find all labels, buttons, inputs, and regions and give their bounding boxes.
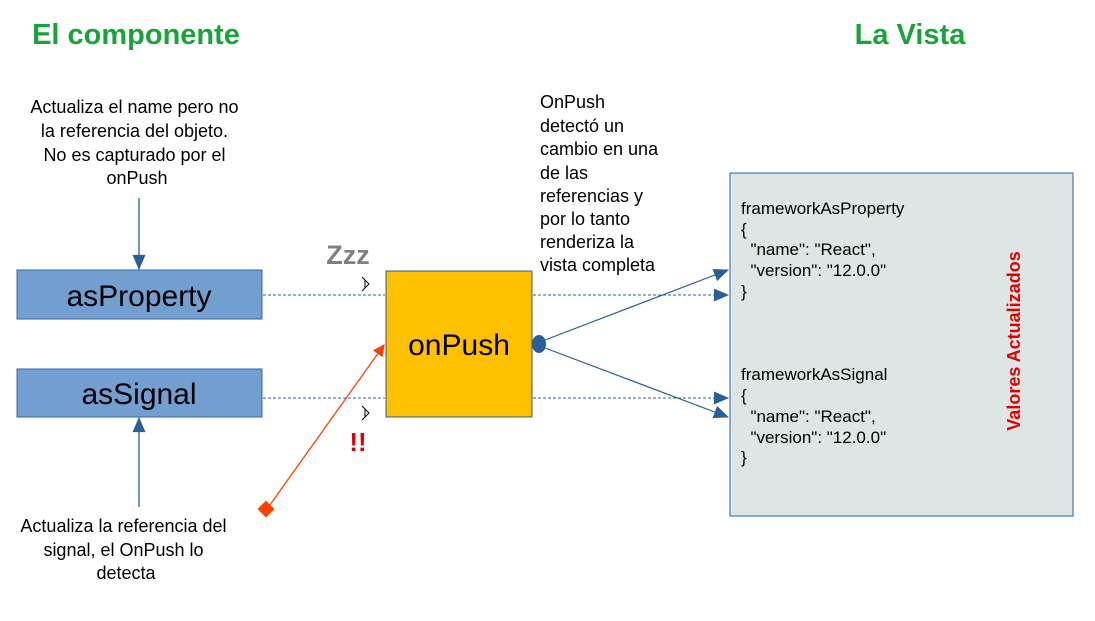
signal-code-line: frameworkAsSignal — [741, 365, 887, 384]
property-note-line: onPush — [106, 168, 167, 188]
onpush-note-line: OnPush — [540, 92, 605, 112]
component-heading: El componente — [32, 19, 240, 51]
as-property-box — [16, 269, 263, 320]
property-gate-icon — [361, 276, 370, 292]
signal-code-line: } — [741, 448, 747, 467]
signal-code-line: "name": "React", — [741, 407, 876, 426]
signal-gate-icon — [361, 405, 370, 421]
property-code-line: { — [741, 220, 747, 239]
render-arrow-property — [544, 268, 730, 341]
property-note-line: No es capturado por el — [43, 145, 225, 165]
signal-code-line: { — [741, 386, 747, 405]
property-code-line: "version": "12.0.0" — [741, 261, 886, 280]
property-note-line: Actualiza el name pero no — [30, 97, 238, 117]
on-push-output-node — [532, 335, 546, 353]
signal-note: Actualiza la referencia del signal, el O… — [20, 516, 231, 583]
property-code-line: frameworkAsProperty — [741, 199, 905, 218]
updated-values-label: Valores Actualizados — [1004, 251, 1024, 430]
property-note-line: la referencia del objeto. — [41, 121, 228, 141]
render-arrow-signal — [544, 347, 730, 419]
on-push-box — [385, 270, 533, 418]
alert-indicator: !! — [349, 427, 366, 457]
on-push-label: onPush — [408, 329, 510, 362]
property-note: Actualiza el name pero no la referencia … — [30, 97, 243, 188]
signal-note-line: signal, el OnPush lo — [43, 540, 203, 560]
onpush-note-line: de las — [540, 163, 588, 183]
signal-trigger-arrow — [266, 344, 385, 510]
property-code-block: frameworkAsProperty { "name": "React", "… — [0, 0, 928, 301]
onpush-note: OnPush detectó un cambio en una de las r… — [540, 92, 663, 275]
as-signal-box — [16, 368, 263, 418]
view-panel — [729, 172, 1074, 517]
onpush-note-line: renderiza la — [540, 232, 635, 252]
signal-note-line: Actualiza la referencia del — [20, 516, 226, 536]
signal-note-line: detecta — [96, 563, 156, 583]
sleep-indicator: Zzz — [326, 240, 370, 270]
signal-code-line: "version": "12.0.0" — [741, 428, 886, 447]
onpush-note-line: por lo tanto — [540, 209, 630, 229]
as-property-label: asProperty — [66, 280, 211, 313]
signal-trigger-origin — [257, 500, 275, 518]
property-code-line: } — [741, 282, 747, 301]
view-heading: La Vista — [855, 19, 967, 51]
property-code-line: "name": "React", — [741, 240, 876, 259]
onpush-note-line: detectó un — [540, 116, 624, 136]
onpush-note-line: referencias y — [540, 186, 643, 206]
onpush-note-line: vista completa — [540, 255, 656, 275]
as-signal-label: asSignal — [81, 378, 196, 411]
onpush-note-line: cambio en una — [540, 139, 659, 159]
signal-code-block: frameworkAsSignal { "name": "React", "ve… — [741, 365, 887, 467]
